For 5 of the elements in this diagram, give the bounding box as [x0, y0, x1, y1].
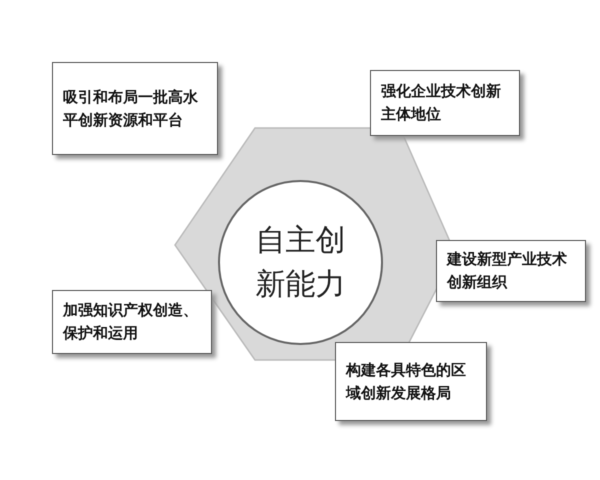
text-box: 加强知识产权创造、保护和运用	[52, 290, 212, 354]
text-box: 吸引和布局一批高水平创新资源和平台	[52, 62, 218, 155]
text-box: 建设新型产业技术创新组织	[436, 240, 586, 302]
text-box: 强化企业技术创新主体地位	[370, 70, 520, 136]
text-box: 构建各具特色的区域创新发展格局	[335, 342, 487, 421]
